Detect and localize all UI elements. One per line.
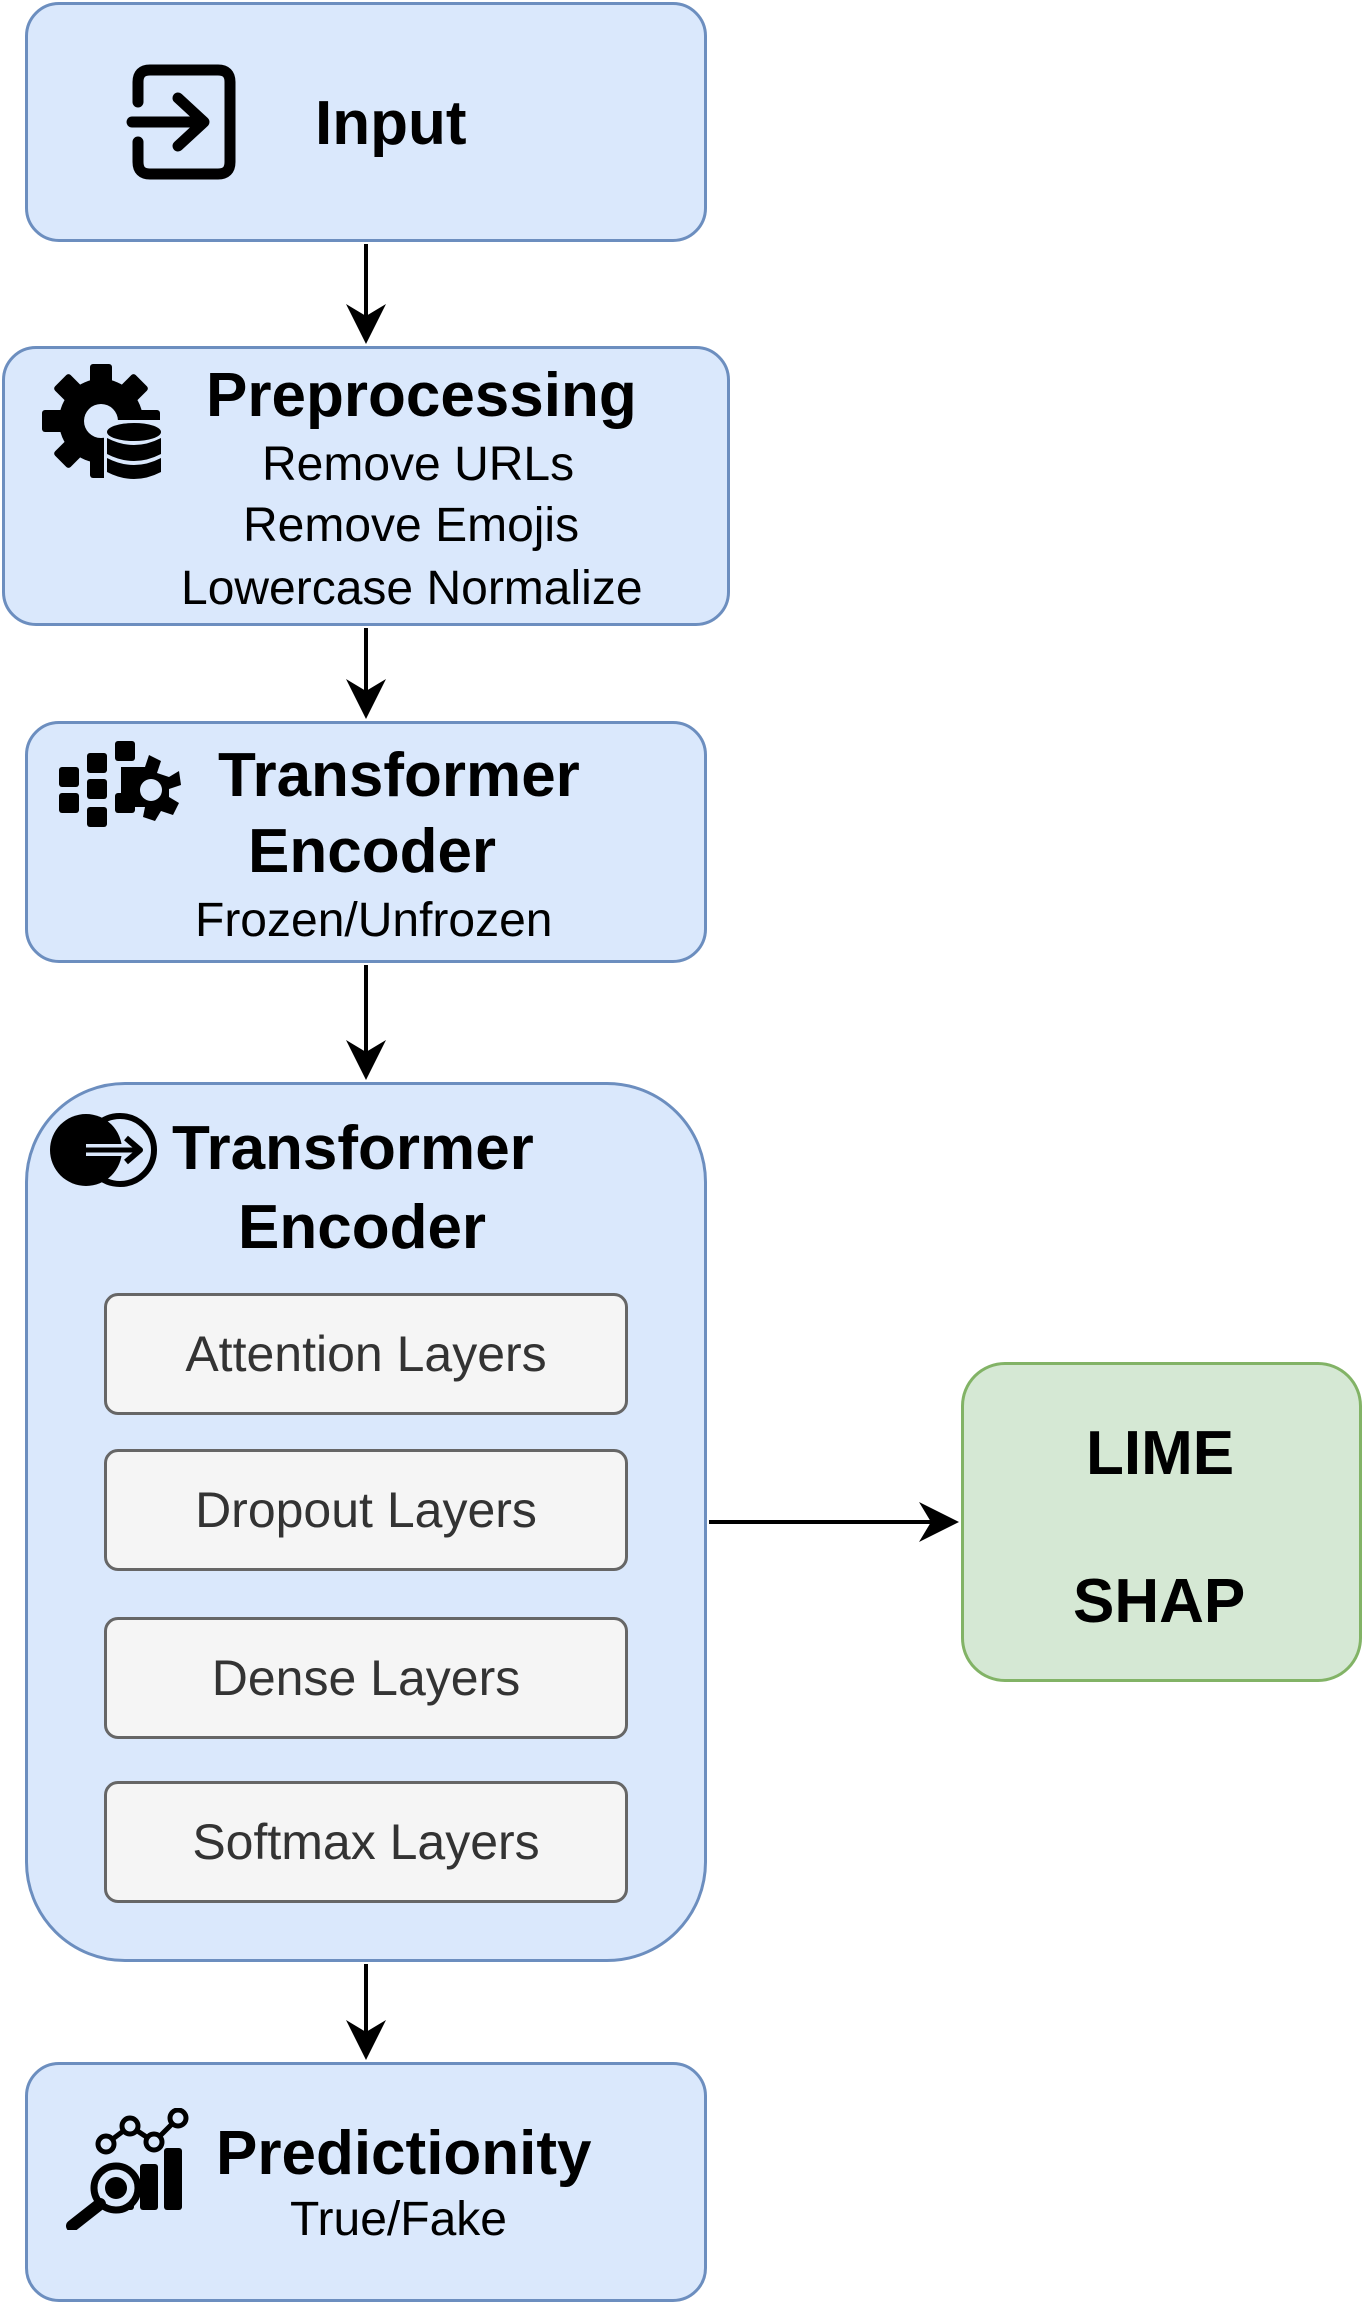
preprocessing-step-2: Remove Emojis bbox=[243, 499, 580, 552]
sign-in-icon bbox=[126, 60, 238, 189]
dropout-layers-box: Dropout Layers bbox=[104, 1449, 628, 1571]
prediction-title: Predictionity bbox=[216, 2119, 592, 2188]
softmax-layers-box: Softmax Layers bbox=[104, 1781, 628, 1903]
shap-label: SHAP bbox=[1073, 1567, 1246, 1636]
preprocessing-step-3: Lowercase Normalize bbox=[181, 562, 643, 615]
preprocessing-step-1: Remove URLs bbox=[262, 438, 575, 491]
encoder2-title-line2: Encoder bbox=[238, 1193, 487, 1262]
prediction-box bbox=[25, 2062, 707, 2302]
circle-arrow-icon bbox=[48, 1110, 160, 1195]
encoder1-title-line1: Transformer bbox=[218, 741, 580, 810]
preprocessing-title: Preprocessing bbox=[206, 361, 637, 430]
dense-layers-box: Dense Layers bbox=[104, 1617, 628, 1739]
prediction-subtitle: True/Fake bbox=[290, 2193, 507, 2246]
puzzle-gear-icon bbox=[57, 733, 182, 836]
gear-database-icon bbox=[40, 362, 165, 489]
input-title: Input bbox=[315, 89, 467, 158]
preprocessing-box bbox=[2, 346, 730, 626]
transformer-encoder-frozen-box bbox=[25, 721, 707, 963]
attention-layers-box: Attention Layers bbox=[104, 1293, 628, 1415]
explainability-box bbox=[961, 1362, 1362, 1682]
encoder1-title-line2: Encoder bbox=[248, 817, 497, 886]
lime-label: LIME bbox=[1086, 1419, 1235, 1488]
encoder1-subtitle: Frozen/Unfrozen bbox=[195, 894, 553, 947]
encoder2-title-line1: Transformer bbox=[172, 1114, 534, 1183]
analytics-icon bbox=[66, 2107, 191, 2235]
